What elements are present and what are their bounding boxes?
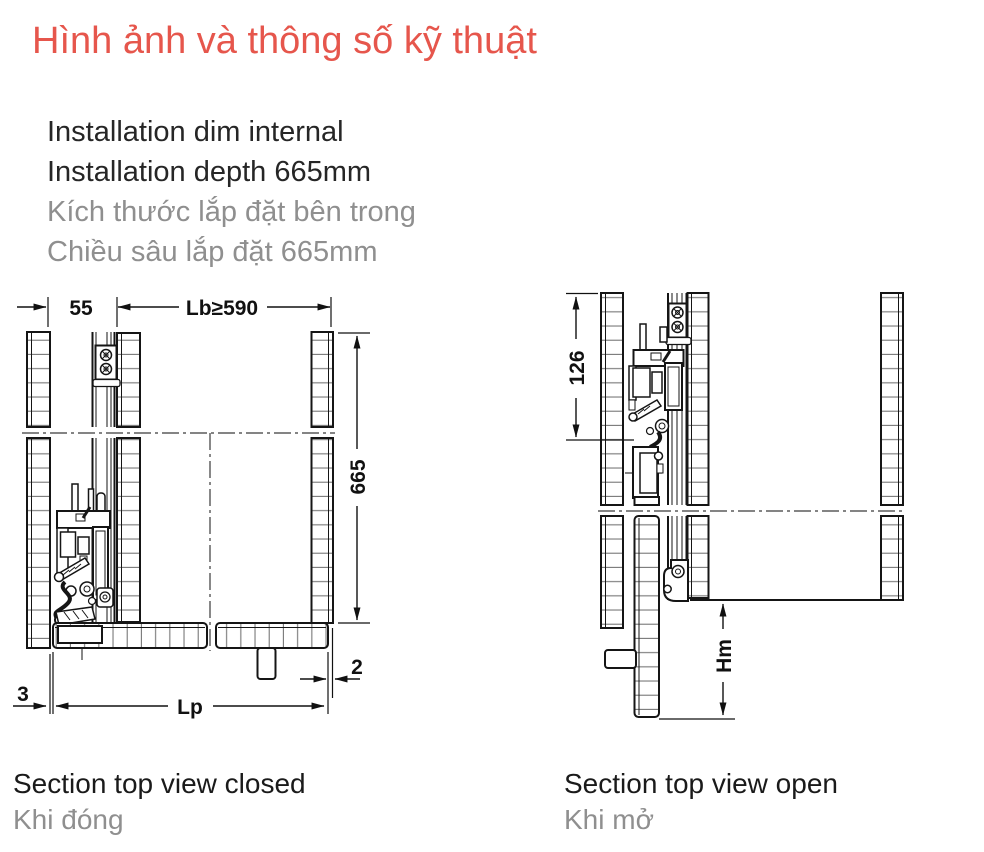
dim-label-internal-width: Lb≥590 xyxy=(186,297,258,320)
note-line-vi-1: Kích thước lắp đặt bên trong xyxy=(47,196,416,228)
caption-closed-en: Section top view closed xyxy=(13,768,306,799)
caption-open: Section top view open Khi mở xyxy=(564,766,838,838)
dimensions-open: 126 Hm xyxy=(566,292,736,720)
mounting-plate-closed xyxy=(92,344,121,388)
dim-label-door-overlap: Hm xyxy=(713,639,736,673)
rail-board-strip-open xyxy=(686,292,710,599)
dim-label-mech-protrusion: 126 xyxy=(566,350,589,385)
caption-closed: Section top view closed Khi đóng xyxy=(13,766,306,838)
caption-open-vi: Khi mở xyxy=(564,804,654,835)
rail-板-strip-closed xyxy=(116,332,141,623)
latch-bracket-open xyxy=(663,559,689,602)
caption-closed-vi: Khi đóng xyxy=(13,804,124,835)
dim-label-side-gap: 55 xyxy=(69,297,93,320)
diagram-closed: 55 Lb≥590 665 3 Lp 2 xyxy=(13,296,370,719)
dimensions-closed: 55 Lb≥590 665 3 Lp 2 xyxy=(13,296,370,719)
right-side-panel-closed xyxy=(310,331,334,624)
diagram-open: 126 Hm xyxy=(566,292,905,720)
door-closed xyxy=(52,622,329,680)
note-line-vi-2: Chiều sâu lắp đặt 665mm xyxy=(47,236,378,268)
mechanism-open xyxy=(628,323,685,499)
dim-label-panel-length: Lp xyxy=(177,696,203,719)
caption-open-en: Section top view open xyxy=(564,768,838,799)
dim-label-reveal: 2 xyxy=(351,656,363,679)
dim-label-front-gap: 3 xyxy=(17,683,29,706)
right-side-panel-open xyxy=(880,292,904,601)
note-line-en-2: Installation depth 665mm xyxy=(47,156,372,188)
door-open xyxy=(604,496,660,718)
left-side-panel-closed xyxy=(26,331,51,649)
page-title: Hình ảnh và thông số kỹ thuật xyxy=(32,20,537,62)
installation-notes: Installation dim internal Installation d… xyxy=(47,112,416,272)
mechanism-closed xyxy=(53,483,114,626)
dim-label-depth: 665 xyxy=(347,459,370,494)
note-line-en-1: Installation dim internal xyxy=(47,116,344,148)
mounting-plate-open xyxy=(665,302,692,346)
left-side-panel-open xyxy=(600,292,624,629)
